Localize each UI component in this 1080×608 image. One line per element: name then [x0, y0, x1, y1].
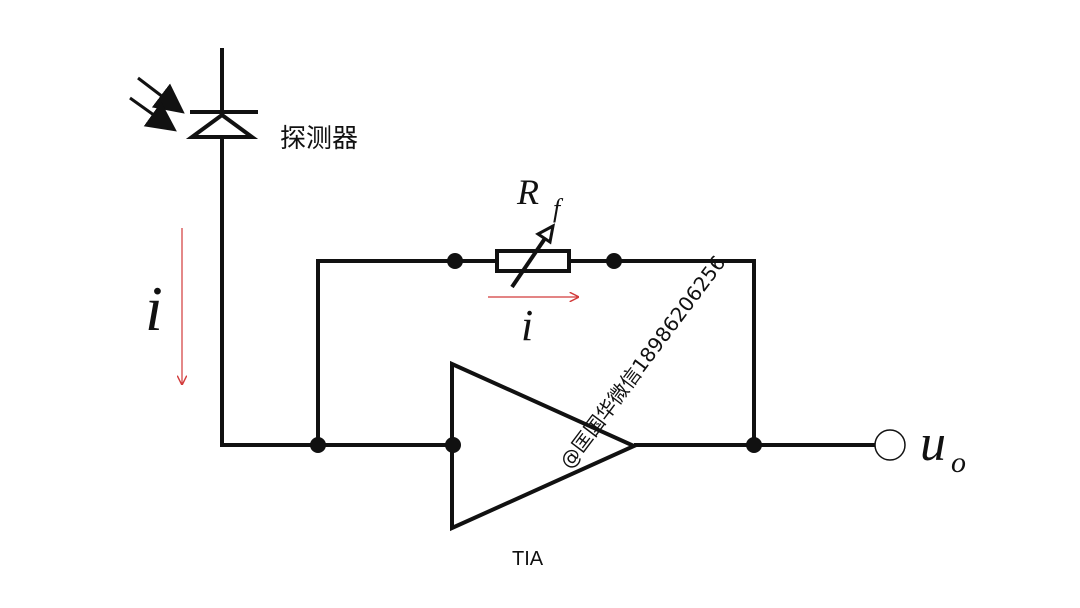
variable-resistor-arrowhead: [535, 223, 556, 245]
rf-label-subscript: f: [553, 194, 564, 223]
junction-dot-amp-input: [445, 437, 461, 453]
light-arrow-1: [137, 76, 185, 114]
output-label-main: u: [920, 415, 946, 472]
junction-dot-feedback-left: [447, 253, 463, 269]
junction-dot-output: [746, 437, 762, 453]
incident-light-arrows: [129, 76, 185, 132]
input-current-label: i: [145, 273, 163, 344]
output-terminal: [874, 429, 906, 461]
junction-dot-feedback-right: [606, 253, 622, 269]
variable-resistor-arrow: [510, 232, 550, 289]
light-arrow-2: [129, 96, 177, 132]
resistor-body: [495, 249, 571, 273]
feedback-resistor-rf: [495, 223, 571, 289]
feedback-current-label: i: [521, 301, 533, 350]
output-label-subscript: o: [951, 446, 966, 479]
photodiode-detector: [185, 48, 259, 196]
junction-dot-left-bottom: [310, 437, 326, 453]
photodiode-triangle: [185, 112, 259, 139]
watermark-text: @匡国华微信18986206256: [555, 251, 731, 473]
detector-label: 探测器: [280, 124, 358, 154]
amplifier-label: TIA: [512, 548, 544, 570]
rf-label-main: R: [516, 172, 539, 212]
